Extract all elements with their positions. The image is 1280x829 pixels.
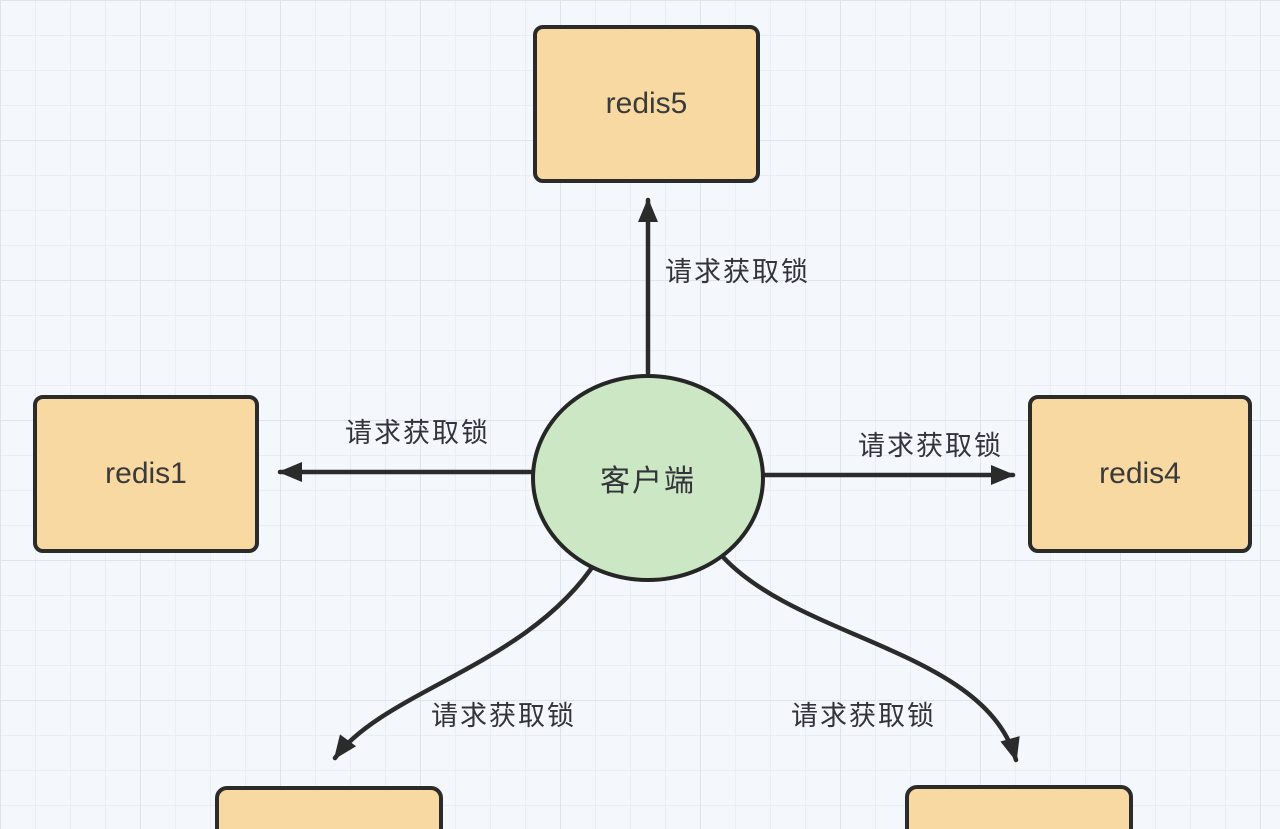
arrow-center-to-bottom-right [720,554,1020,763]
edge-label-bottom-left: 请求获取锁 [431,701,576,731]
edge-label-top: 请求获取锁 [665,257,810,287]
node-redis1: redis1 [33,395,259,553]
node-redis5-label: redis5 [605,87,688,120]
node-bottom-left [215,786,443,829]
edge-label-bottom-right: 请求获取锁 [791,701,936,731]
node-redis4-label: redis4 [1099,457,1181,490]
node-redis1-label: redis1 [105,457,187,490]
edge-label-left: 请求获取锁 [345,418,490,448]
node-redis4: redis4 [1028,395,1252,553]
node-redis5: redis5 [533,25,760,183]
node-client: 客户端 [531,374,765,582]
arrow-center-to-bottom-left [332,557,600,761]
node-bottom-right [905,785,1133,829]
edge-label-right: 请求获取锁 [858,431,1003,461]
node-client-label: 客户端 [600,465,696,498]
